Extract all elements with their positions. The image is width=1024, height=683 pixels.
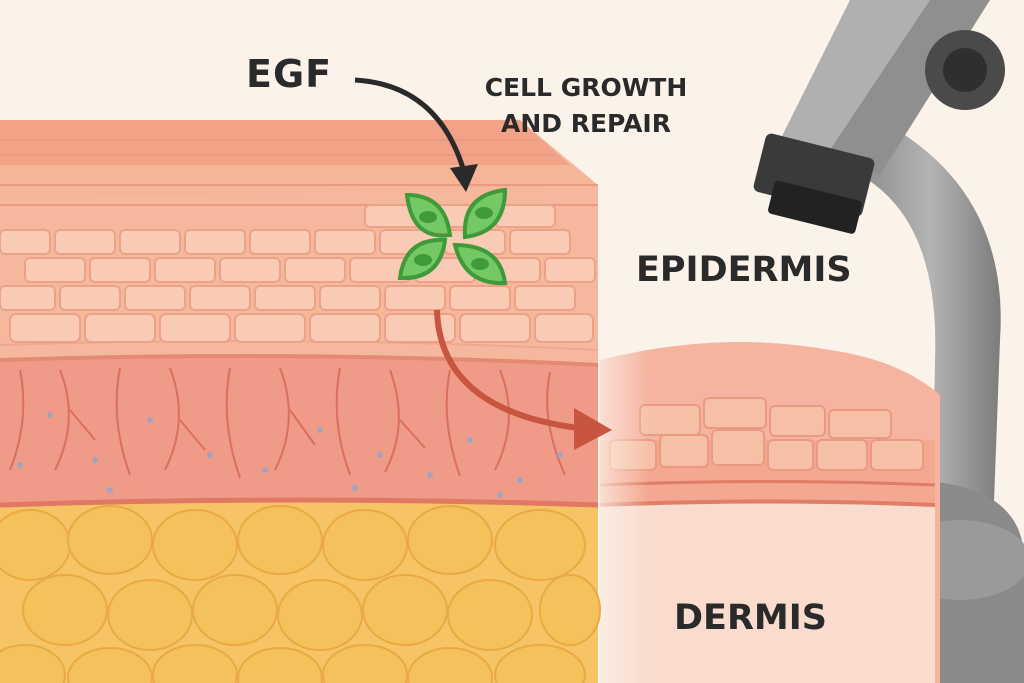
fat-cells <box>0 505 601 683</box>
green-cells <box>397 187 508 286</box>
dermis-fibers <box>9 367 566 479</box>
cell-growth-label: CELL GROWTH AND REPAIR <box>470 70 702 142</box>
egf-arrow <box>354 77 478 192</box>
magnified-skin-section <box>580 330 940 683</box>
cell-growth-line1: CELL GROWTH <box>484 73 688 102</box>
cell-growth-line2: AND REPAIR <box>501 109 671 138</box>
dermis-label: DERMIS <box>674 598 827 638</box>
repair-arrow <box>434 309 612 450</box>
dermis-dots <box>17 412 563 498</box>
egf-label: EGF <box>246 52 333 96</box>
skin-cross-section <box>0 120 601 683</box>
epidermis-label: EPIDERMIS <box>636 250 852 290</box>
